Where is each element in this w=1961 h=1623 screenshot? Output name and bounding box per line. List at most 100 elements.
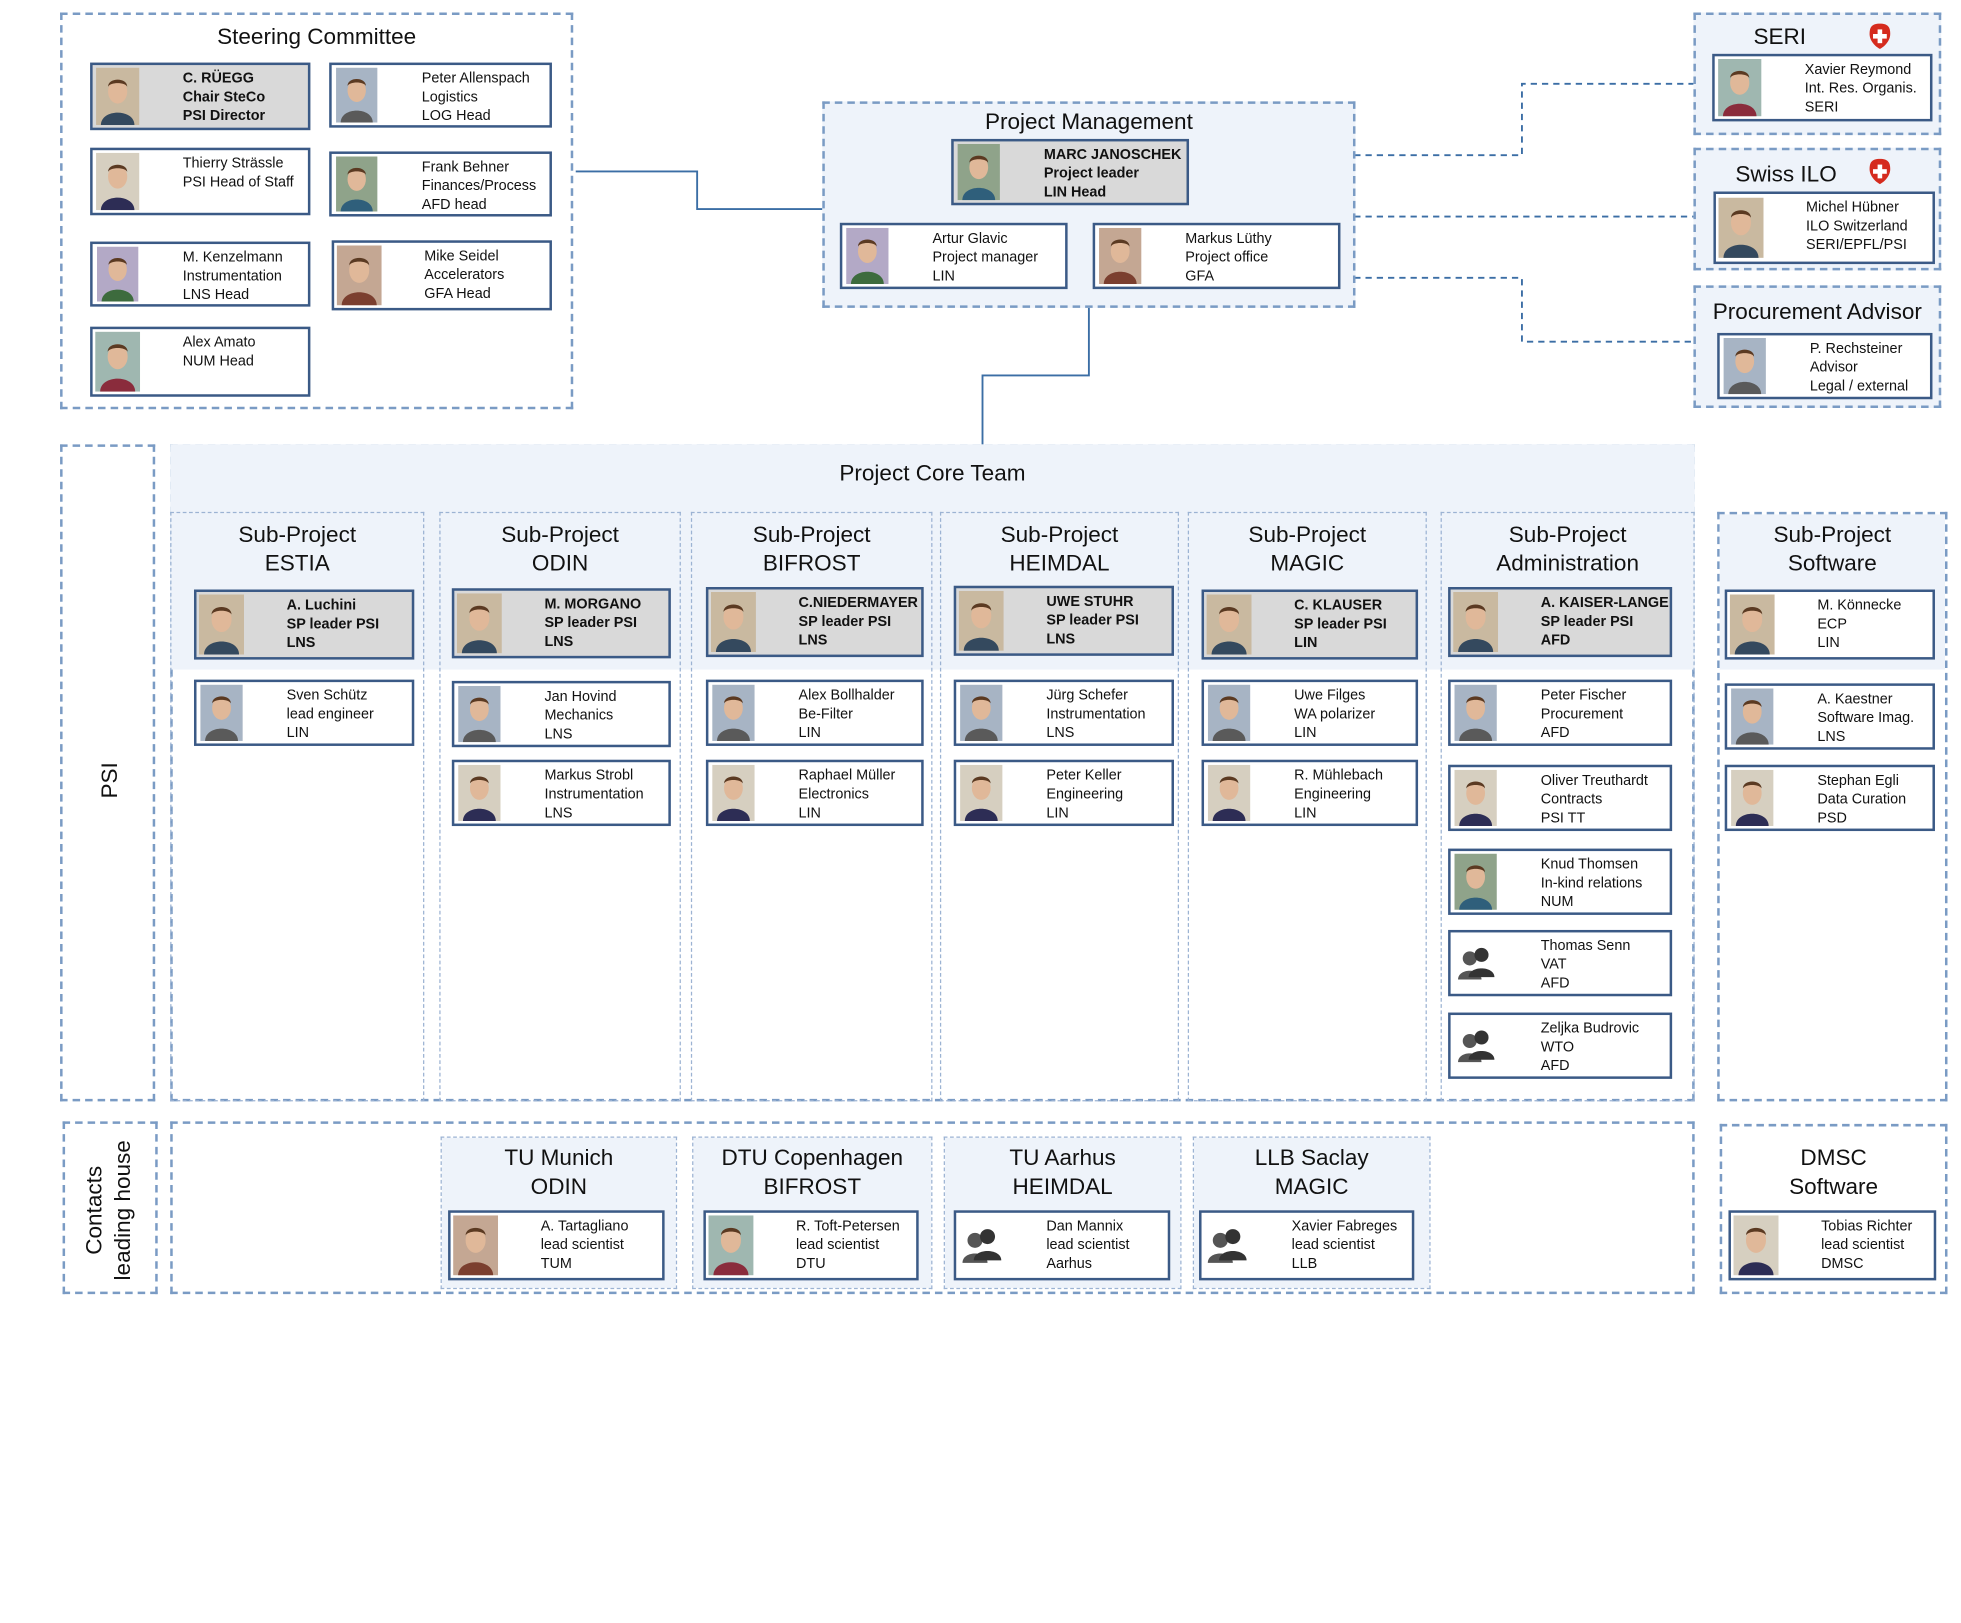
contact-panel [440,1136,678,1290]
card-unit: LNS [1817,729,1846,745]
card-name: Xavier Fabreges [1291,1219,1398,1235]
person-photo [959,764,1004,822]
person-group-icon [958,1215,1004,1276]
person-photo [1722,337,1767,395]
subproject-panel [690,511,933,1102]
subproject-panel [1187,511,1427,1102]
card-name: Alex Bollhalder [798,688,895,704]
person-photo [708,1215,754,1276]
card-role: SP leader PSI [1046,613,1139,629]
card-unit: LNS Head [182,287,250,303]
card-name: C.NIEDERMAYER [798,595,918,611]
person-photo [1453,592,1499,653]
card-role: Finances/Process [421,178,537,194]
card-name: R. Mühlebach [1294,768,1383,784]
steering-committee-panel: Steering Committee [60,12,574,410]
card-name: Sven Schütz [286,688,368,704]
person-photo [1730,688,1775,745]
person-photo [95,331,141,392]
subproject-panel [170,511,425,1102]
card-role: Engineering [1294,787,1371,803]
person-photo [456,593,502,654]
card-role: Project manager [932,250,1039,266]
card-role: WA polarizer [1294,707,1376,723]
card-unit: PSD [1817,811,1847,827]
card-unit: LNS [544,634,574,650]
card-role: Instrumentation [544,787,644,803]
card-role: Int. Res. Organis. [1804,81,1917,97]
card-name: P. Rechsteiner [1809,341,1903,357]
card-role: SP leader PSI [798,614,892,630]
person-photo [1206,594,1252,655]
card-role: Accelerators [424,267,505,283]
person-photo [1207,684,1252,741]
card-unit: LIN [1046,806,1069,822]
card-name: C. RÜEGG [182,71,254,87]
card-name: Dan Mannix [1046,1219,1124,1235]
card-unit: PSI TT [1540,811,1586,827]
person-photo [1733,1215,1779,1276]
card-role: lead scientist [1291,1237,1375,1253]
card-role: SP leader PSI [286,617,380,633]
card-role: lead scientist [1821,1237,1905,1253]
card-role: ECP [1817,617,1847,633]
card-unit: TUM [540,1256,572,1272]
psi-label-panel: PSI [60,444,156,1102]
card-name: R. Toft-Petersen [796,1219,900,1235]
person-photo [457,685,502,743]
person-group-icon [1453,1017,1498,1074]
person-photo [1718,197,1764,260]
card-unit: NUM [1540,894,1574,910]
card-name: M. MORGANO [544,597,642,613]
card-unit: LIN [1294,806,1317,822]
card-role: Chair SteCo [182,90,266,106]
card-unit: LNS [544,806,573,822]
person-photo [95,152,140,211]
card-name: Jürg Schefer [1046,688,1128,704]
psi-label: PSI [96,762,123,799]
dmsc-panel [1719,1123,1948,1295]
card-unit: LNS [1046,725,1075,741]
card-role: Be-Filter [798,707,853,723]
card-name: M. Könnecke [1817,598,1902,614]
software-subproject-panel [1717,511,1948,1102]
card-name: Frank Behner [421,160,510,176]
card-unit: LIN Head [1043,185,1107,201]
card-unit: GFA Head [424,286,491,302]
card-role: Software Imag. [1817,710,1915,726]
card-role: PSI Head of Staff [182,175,294,191]
connector-lines [575,82,1694,446]
